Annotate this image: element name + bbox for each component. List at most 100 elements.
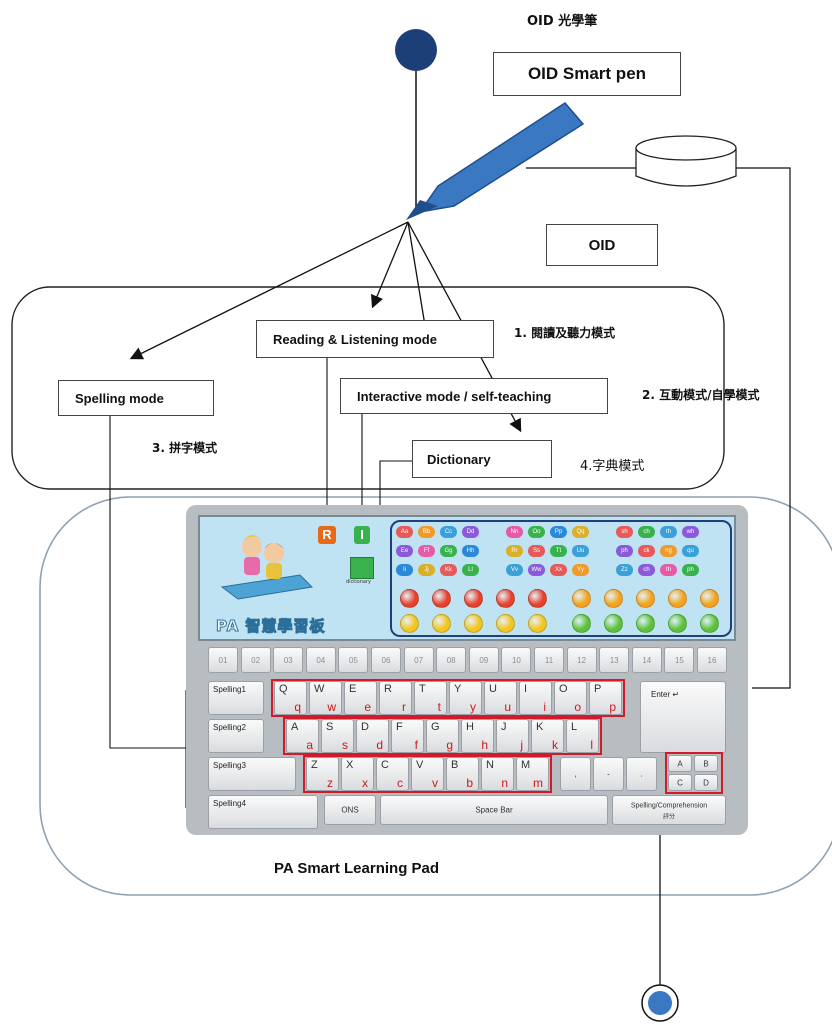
phonics-pill[interactable]: Ee — [396, 545, 413, 557]
abcd-key[interactable]: B — [694, 755, 718, 772]
phonics-pill[interactable]: Kk — [440, 564, 457, 576]
spelling-side-key[interactable]: Spelling4 — [208, 795, 318, 829]
phonics-dot-button[interactable] — [604, 589, 623, 608]
phonics-pill[interactable]: sh — [616, 526, 633, 538]
phonics-dot-button[interactable] — [572, 589, 591, 608]
punctuation-key[interactable]: , — [560, 757, 591, 791]
phonics-dot-button[interactable] — [700, 589, 719, 608]
function-key[interactable]: 15 — [664, 647, 695, 673]
phonics-dot-button[interactable] — [400, 614, 419, 633]
function-key[interactable]: 02 — [240, 647, 271, 673]
phonics-pill[interactable]: Bb — [418, 526, 435, 538]
punctuation-key[interactable]: . — [626, 757, 657, 791]
phonics-pill[interactable]: qu — [682, 545, 699, 557]
function-key[interactable]: 06 — [371, 647, 401, 673]
phonics-dot-button[interactable] — [668, 614, 687, 633]
phonics-pill[interactable]: Pp — [550, 526, 567, 538]
ons-key[interactable]: ONS — [324, 795, 376, 825]
phonics-pill[interactable]: wh — [682, 526, 699, 538]
phonics-dot-button[interactable] — [496, 589, 515, 608]
phonics-dot-button[interactable] — [572, 614, 591, 633]
phonics-pill[interactable]: th — [660, 564, 677, 576]
phonics-pill[interactable]: Oo — [528, 526, 545, 538]
phonics-pill[interactable]: Zz — [616, 564, 633, 576]
function-key[interactable]: 14 — [631, 647, 662, 673]
function-key[interactable]: 08 — [436, 647, 467, 673]
phonics-pill[interactable]: Tt — [550, 545, 567, 557]
function-key[interactable]: 16 — [697, 647, 727, 673]
function-key[interactable]: 05 — [338, 647, 369, 673]
abcd-key[interactable]: C — [668, 774, 692, 791]
punctuation-key[interactable]: - — [593, 757, 624, 791]
spelling-side-key[interactable]: Spelling2 — [208, 719, 264, 753]
function-key[interactable]: 04 — [305, 647, 336, 673]
phonics-pill[interactable]: Ll — [462, 564, 479, 576]
phonics-pill[interactable]: Aa — [396, 526, 413, 538]
phonics-dot-button[interactable] — [700, 614, 719, 633]
phonics-pill[interactable]: Yy — [572, 564, 589, 576]
spelling-side-key[interactable]: Spelling1 — [208, 681, 264, 715]
phonics-dot-button[interactable] — [400, 589, 419, 608]
phonics-dot-button[interactable] — [636, 589, 655, 608]
phonics-dot-button[interactable] — [668, 589, 687, 608]
phonics-dot-button[interactable] — [464, 589, 483, 608]
phonics-pill[interactable]: Qq — [572, 526, 589, 538]
phonics-dot-button[interactable] — [604, 614, 623, 633]
function-key[interactable]: 07 — [403, 647, 434, 673]
phonics-pill[interactable]: Ii — [396, 564, 413, 576]
phonics-pill[interactable]: Uu — [572, 545, 589, 557]
function-key[interactable]: 03 — [273, 647, 304, 673]
phonics-pill[interactable]: ch — [638, 526, 655, 538]
abcd-key[interactable]: D — [694, 774, 718, 791]
spelling-side-key[interactable]: Spelling3 — [208, 757, 296, 791]
phonics-dot-button[interactable] — [528, 614, 547, 633]
phonics-dot-button[interactable] — [496, 614, 515, 633]
phonics-pill[interactable]: Rr — [506, 545, 523, 557]
phonics-pill[interactable]: ng — [660, 545, 677, 557]
phonics-pill[interactable]: Xx — [550, 564, 567, 576]
phonics-dot-button[interactable] — [528, 589, 547, 608]
phonics-pill[interactable]: Nn — [506, 526, 523, 538]
function-key[interactable]: 10 — [501, 647, 532, 673]
phonics-pill[interactable]: ch — [638, 564, 655, 576]
phonics-pill[interactable]: Dd — [462, 526, 479, 538]
phonics-pill[interactable]: Vv — [506, 564, 523, 576]
phonics-pill[interactable]: ph — [616, 545, 633, 557]
function-key[interactable]: 11 — [534, 647, 564, 673]
abcd-key[interactable]: A — [668, 755, 692, 772]
phonics-pill[interactable]: Ww — [528, 564, 545, 576]
phonics-dot-button[interactable] — [432, 614, 451, 633]
space-bar-key[interactable]: Space Bar — [380, 795, 608, 825]
phonics-pill[interactable]: Ff — [418, 545, 435, 557]
phonics-pill[interactable]: ph — [682, 564, 699, 576]
interactive-i-icon[interactable]: I — [354, 526, 370, 544]
phonics-pill[interactable]: Gg — [440, 545, 457, 557]
phonics-dot-button[interactable] — [432, 589, 451, 608]
phonics-pill[interactable]: Ss — [528, 545, 545, 557]
function-key[interactable]: 12 — [566, 647, 597, 673]
